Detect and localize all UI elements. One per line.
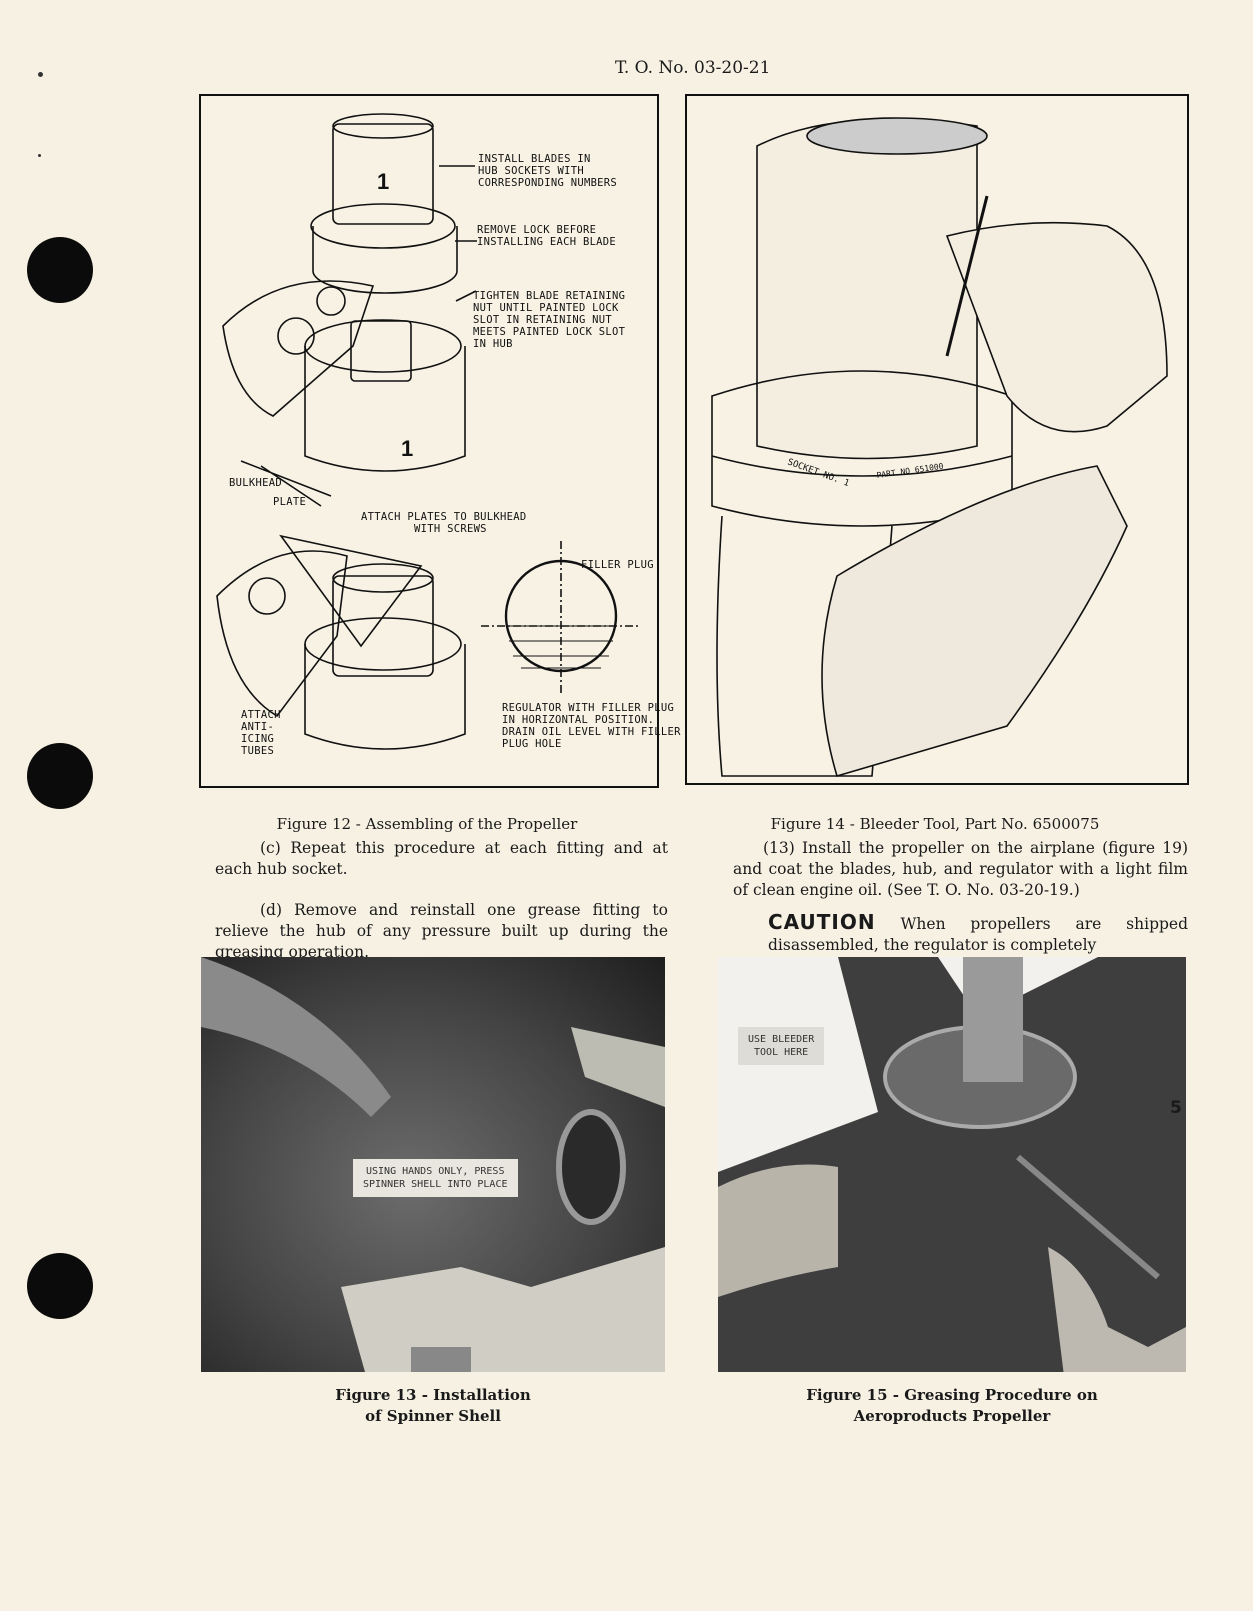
binder-hole: [27, 237, 93, 303]
label-tighten-nut: TIGHTEN BLADE RETAINING NUT UNTIL PAINTE…: [473, 290, 626, 350]
label-attach-plates: ATTACH PLATES TO BULKHEAD WITH SCREWS: [361, 511, 527, 535]
figure-13-caption-line2: of Spinner Shell: [365, 1407, 501, 1425]
figure-14-drawing: SOCKET NO. 1 PART NO 651000: [685, 94, 1189, 785]
label-plate: PLATE: [273, 496, 307, 508]
spinner-shell-photo-shapes: [201, 957, 665, 1372]
figure-15-caption: Figure 15 - Greasing Procedure on Aeropr…: [718, 1385, 1186, 1427]
bleeder-instruction-label: USE BLEEDER TOOL HERE: [738, 1027, 825, 1065]
label-attach-anti-icing: ATTACH ANTI- ICING TUBES: [241, 709, 281, 757]
label-install-blades: INSTALL BLADES IN HUB SOCKETS WITH CORRE…: [478, 153, 618, 189]
binder-hole: [27, 743, 93, 809]
figure-15-caption-line2: Aeroproducts Propeller: [853, 1407, 1051, 1425]
blade-number-upper: 1: [377, 169, 389, 194]
label-filler-plug: FILLER PLUG: [581, 559, 654, 571]
socket-label: SOCKET NO. 1: [786, 457, 851, 489]
label-bulkhead: BULKHEAD: [229, 477, 282, 489]
label-regulator: REGULATOR WITH FILLER PLUG IN HORIZONTAL…: [502, 702, 681, 750]
bleeder-tool-illustration: SOCKET NO. 1 PART NO 651000: [711, 117, 1168, 777]
scan-speck: [38, 72, 43, 77]
caution-block: CAUTION When propellers are shipped disa…: [768, 912, 1188, 956]
propeller-assembly-illustration: 1 1: [216, 113, 641, 750]
paragraph-d: (d) Remove and reinstall one grease fitt…: [215, 901, 668, 961]
figure-12-caption: Figure 12 - Assembling of the Propeller: [276, 815, 578, 833]
binder-hole: [27, 1253, 93, 1319]
spinner-instruction-label: USING HANDS ONLY, PRESS SPINNER SHELL IN…: [353, 1159, 518, 1197]
caution-text: When propellers are shipped disassembled…: [768, 915, 1189, 954]
socket-number-lower: 1: [401, 436, 413, 461]
page-number: 5: [1170, 1098, 1182, 1118]
paragraph-13: (13) Install the propeller on the airpla…: [733, 839, 1188, 899]
figure-14-caption: Figure 14 - Bleeder Tool, Part No. 65000…: [770, 815, 1100, 833]
caution-heading: CAUTION: [768, 910, 876, 934]
part-label: PART NO 651000: [876, 462, 944, 480]
greasing-photo-shapes: [718, 957, 1186, 1372]
figure-12-drawing: 1 1 INSTALL BLADES IN HUB SOCKETS WITH C…: [199, 94, 680, 788]
figure-15-photo: USE BLEEDER TOOL HERE: [718, 957, 1186, 1372]
figure-13-caption-line1: Figure 13 - Installation: [335, 1386, 531, 1404]
figure-13-photo: USING HANDS ONLY, PRESS SPINNER SHELL IN…: [201, 957, 665, 1372]
figure-15-caption-line1: Figure 15 - Greasing Procedure on: [806, 1386, 1098, 1404]
paragraph-c: (c) Repeat this procedure at each fittin…: [215, 839, 668, 878]
document-number: T. O. No. 03-20-21: [615, 58, 771, 78]
label-remove-lock: REMOVE LOCK BEFORE INSTALLING EACH BLADE: [477, 224, 617, 248]
scan-speck: [38, 154, 41, 157]
figure-13-caption: Figure 13 - Installation of Spinner Shel…: [201, 1385, 665, 1427]
